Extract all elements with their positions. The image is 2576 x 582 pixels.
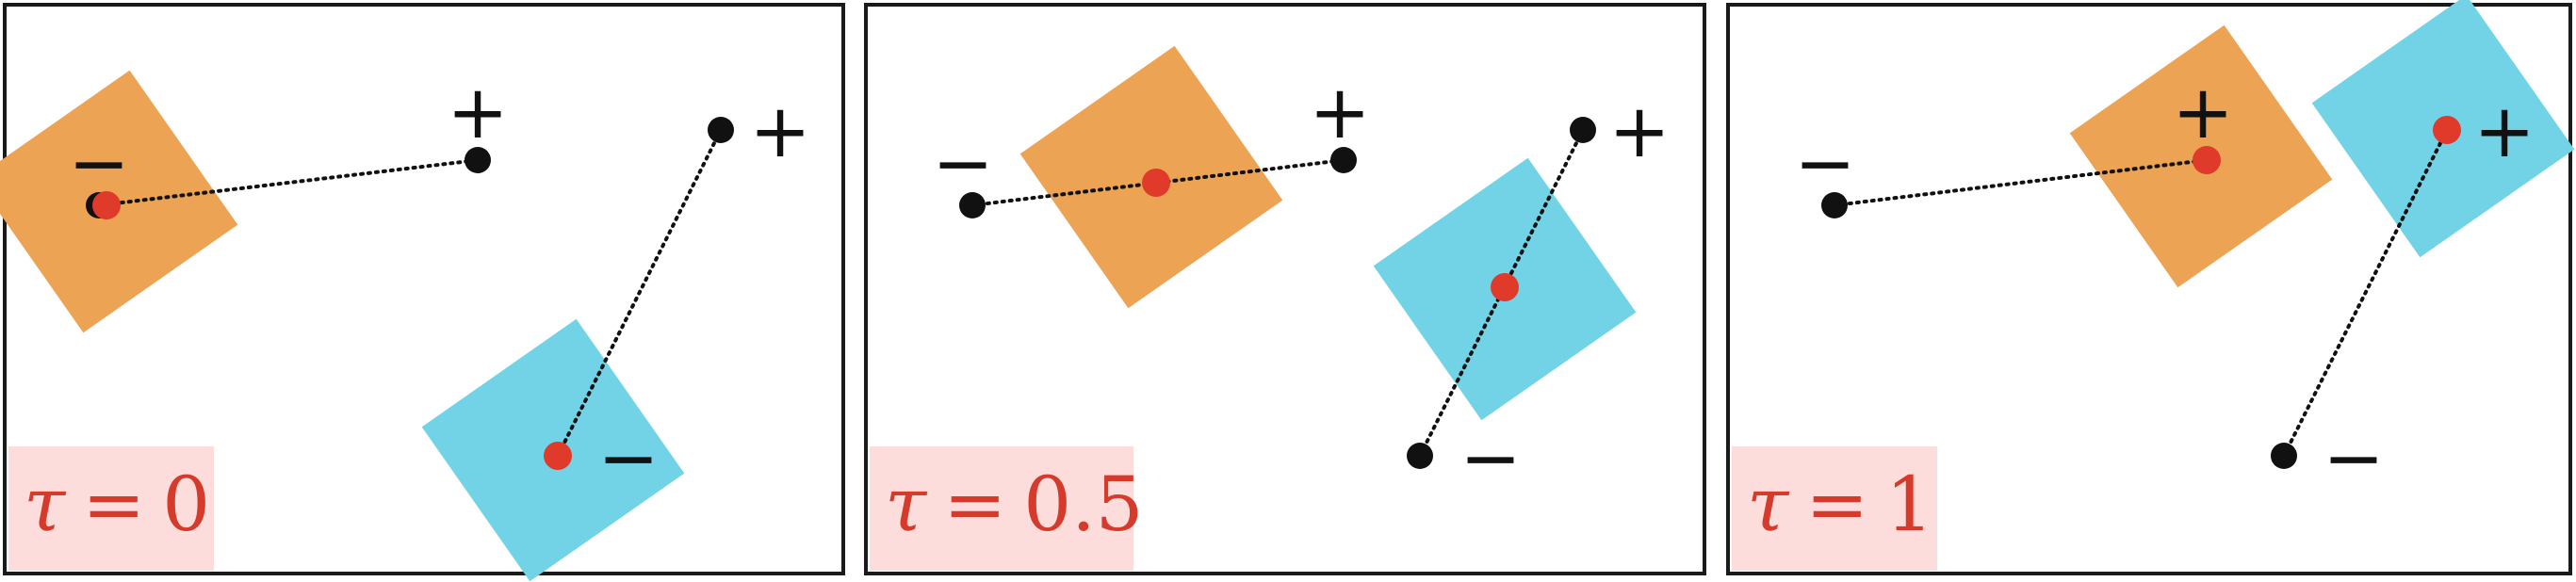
dotted-line-icon: [1833, 158, 2209, 207]
tau-value: 1: [1885, 461, 1933, 548]
tau-value: 0.5: [1023, 461, 1143, 548]
plus-sign-label: +: [1309, 71, 1370, 155]
tau-equals: =: [943, 461, 1006, 548]
tau-value: 0: [162, 461, 210, 548]
minus-sign-label: −: [68, 121, 129, 206]
endpoint-dot-icon: [2271, 443, 2297, 469]
midpoint-dot-icon: [1142, 169, 1170, 197]
midpoint-dot-icon: [1491, 273, 1519, 301]
plus-sign-label: +: [2172, 71, 2233, 155]
midpoint-dot-icon: [2433, 116, 2461, 144]
tau-label-box: [1732, 446, 1937, 571]
midpoint-dot-icon: [92, 191, 121, 219]
endpoint-dot-icon: [959, 192, 986, 218]
plus-sign-label: +: [2473, 89, 2535, 174]
dotted-line-icon: [97, 158, 480, 207]
minus-sign-label: −: [932, 121, 993, 206]
minus-sign-label: −: [2323, 416, 2384, 501]
endpoint-dot-icon: [465, 147, 491, 173]
tau-label: τ=0.5: [885, 461, 1144, 548]
tau-label-box: [8, 446, 214, 571]
tau-symbol: τ: [24, 461, 67, 548]
tau-equals: =: [1805, 461, 1868, 548]
minus-sign-label: −: [1459, 416, 1521, 501]
endpoint-dot-icon: [1570, 117, 1596, 143]
endpoint-dot-icon: [1821, 192, 1848, 218]
panel-1: − + + − τ=0: [0, 3, 845, 582]
panel-2: − + + − τ=0.5: [864, 3, 1706, 575]
minus-sign-label: −: [1794, 121, 1855, 206]
tau-label: τ=0: [24, 461, 210, 548]
tau-label-box: [870, 446, 1133, 571]
endpoint-dot-icon: [1330, 147, 1357, 173]
plus-sign-label: +: [447, 71, 508, 155]
tau-equals: =: [82, 461, 145, 548]
tau-symbol: τ: [1747, 461, 1790, 548]
midpoint-dot-icon: [2193, 146, 2221, 174]
dotted-line-icon: [2282, 128, 2449, 458]
endpoint-dot-icon: [708, 117, 734, 143]
tau-label: τ=1: [1747, 461, 1933, 548]
tau-symbol: τ: [885, 461, 928, 548]
minus-sign-label: −: [597, 416, 659, 501]
endpoint-dot-icon: [1407, 443, 1433, 469]
plus-sign-label: +: [749, 89, 810, 174]
panel-3: − + + − τ=1: [1726, 0, 2575, 575]
dotted-line-icon: [556, 128, 723, 458]
plus-sign-label: +: [1608, 89, 1670, 174]
midpoint-dot-icon: [544, 442, 572, 470]
